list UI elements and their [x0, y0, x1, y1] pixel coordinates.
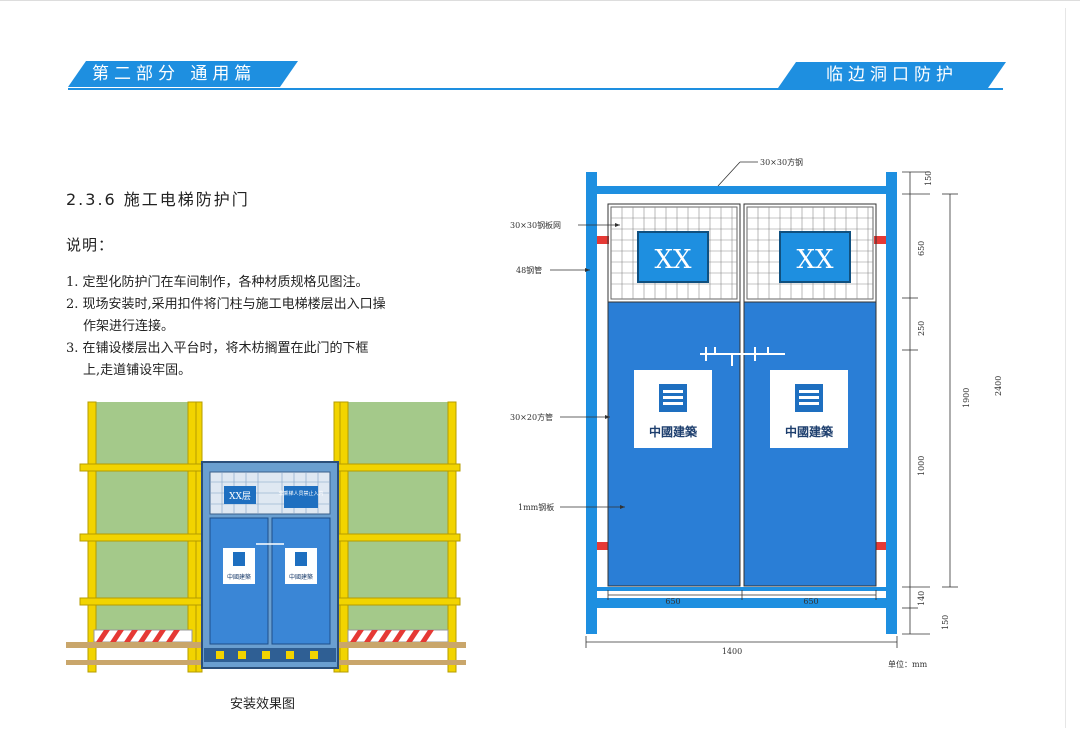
logo-mark: [663, 390, 819, 405]
dim-width-total: 1400: [722, 647, 742, 656]
clamp: [597, 542, 609, 550]
dim-height-total: 2400: [994, 375, 1003, 396]
left-post: [586, 172, 597, 634]
horizontal-dimensions: [585, 590, 898, 648]
note-1: 1. 定型化防护门在车间制作，各种材质规格见图注。: [66, 275, 369, 290]
clamp: [874, 236, 886, 244]
floor-sign-text: XX层: [229, 491, 251, 502]
dim-door-plate: 1000: [917, 456, 926, 476]
callout-post: 48钢管: [516, 265, 542, 275]
note-2: 2. 现场安装时,采用扣件将门柱与施工电梯楼层出入口操: [66, 297, 386, 312]
header-rule: [68, 88, 1003, 90]
floor-sign: [224, 486, 256, 504]
dim-base: 150: [941, 615, 950, 630]
sheet-edge: [1065, 8, 1066, 728]
wall-panel-right: [348, 402, 448, 648]
dim-gap: 250: [917, 321, 926, 336]
logo-text: 中國建築: [649, 424, 698, 439]
clamp: [597, 236, 609, 244]
explain-label: 说明：: [66, 236, 115, 254]
wall-panel-left: [91, 402, 191, 648]
floor-sign-text: XX: [796, 245, 834, 275]
callout-plate: 1mm钢板: [518, 502, 554, 512]
section-title: 2.3.6 施工电梯防护门: [66, 190, 250, 209]
right-post: [886, 172, 897, 634]
floor-sign-left: [637, 231, 709, 283]
warning-sign: [284, 486, 318, 508]
bottom-frame: [597, 598, 886, 608]
unit-note: 单位：mm: [888, 659, 928, 669]
part-banner: 第二部分 通用篇: [68, 61, 298, 87]
callout-mesh: 30×30钢板网: [510, 220, 561, 230]
clamp: [874, 542, 886, 550]
warning-sign-text: 非乘梯人员禁止入内: [278, 490, 323, 497]
horizontal-dimension-labels: 650 650 1400: [665, 597, 818, 656]
floor-sign-right: [779, 231, 851, 283]
vertical-dimension-labels: 150 650 250 1000 140 150 1900: [917, 171, 970, 630]
dim-top: 150: [924, 171, 933, 186]
callouts: 30×30方钢 30×30钢板网 48钢管 30×20方管 1mm钢板: [510, 157, 803, 512]
notes-list: 1. 定型化防护门在车间制作，各种材质规格见图注。 2. 现场安装时,采用扣件将…: [66, 272, 446, 382]
callout-top-frame: 30×30方钢: [760, 157, 803, 167]
gate-structure: XX XX 中國建築 中國建築: [586, 172, 897, 634]
floor-sign-text: XX: [654, 245, 692, 275]
dim-door-left: 650: [665, 597, 680, 606]
dim-bottom: 140: [917, 591, 926, 606]
logo-text: 中國建築: [785, 424, 834, 439]
vertical-dimensions: [902, 171, 958, 635]
installation-illustration: XX层 非乘梯人员禁止入内 中國建築 中國建築: [66, 401, 466, 673]
hazard-stripe: [93, 629, 449, 643]
illustration-caption: 安装效果图: [230, 697, 296, 712]
note-2-cont: 作架进行连接。: [83, 319, 175, 334]
note-3-cont: 上,走道铺设牢固。: [83, 363, 192, 378]
door-latch: [700, 347, 785, 366]
logo-text: 中國建築: [289, 573, 313, 581]
scaffold-rail: [79, 463, 207, 472]
dim-height-inner: 1900: [962, 388, 970, 408]
door-technical-drawing: XX XX 中國建築 中國建築 30×30方钢 30×30钢板网 48钢管: [510, 157, 970, 669]
chapter-banner: 临边洞口防护: [778, 62, 1006, 88]
callout-tube: 30×20方管: [510, 412, 553, 422]
dim-mesh: 650: [917, 241, 926, 256]
note-3: 3. 在铺设楼层出入平台时，将木枋搁置在此门的下框: [66, 341, 369, 356]
dim-door-right: 650: [803, 597, 818, 606]
logo-text: 中國建築: [227, 573, 251, 581]
top-frame: [597, 186, 886, 194]
